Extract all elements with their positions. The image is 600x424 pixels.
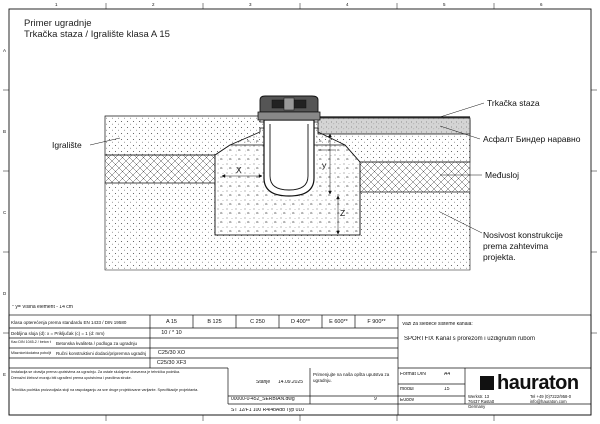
load-class: C 250 bbox=[250, 319, 265, 325]
label-playground: Igralište bbox=[52, 140, 82, 150]
frame-ticks bbox=[3, 3, 597, 421]
load-class: B 125 bbox=[207, 319, 222, 325]
module-label: modul bbox=[400, 387, 414, 392]
label-asphalt: Асфалт Биндер нарaвно bbox=[483, 134, 581, 144]
frame-number: 4 bbox=[346, 2, 349, 7]
company-contact: Tel +49 (0)7222/958-0 info@hauraton.com bbox=[530, 394, 572, 404]
format-label: Format DIN bbox=[400, 372, 426, 377]
load-class: E 600** bbox=[329, 319, 348, 325]
frame-letter: C bbox=[3, 210, 7, 215]
format-value: A4 bbox=[444, 372, 451, 377]
leader-lines bbox=[89, 102, 485, 234]
table-value: C25/30 XF3 bbox=[156, 360, 187, 366]
module-value: 15 bbox=[444, 387, 450, 392]
table-row-label: Kao DIN 1045-2 / beton tek kvalitet bbox=[11, 340, 51, 344]
table-row-label: Betonska kvaliteta / podloga za ugradnju bbox=[56, 341, 138, 346]
file-name: 00000-0-452_SERBIAN.dwg bbox=[231, 397, 295, 402]
product-name: SPORTFIX Kanal s prorezom i uzdignutim r… bbox=[404, 336, 535, 342]
frame-number: 1 bbox=[55, 2, 58, 7]
note-2: Drenažni žlebovi moraju biti ugrađeni pr… bbox=[11, 376, 132, 380]
table-row-label: Mlaznice/dodatna poboljšanja bbox=[11, 351, 51, 355]
title-block bbox=[8, 314, 592, 416]
table-row-label: Ručni konstruktivni dodaci/pripremna ugr… bbox=[56, 351, 146, 356]
title-line-1: Primer ugradnje bbox=[24, 18, 92, 29]
table-value: C25/30 XO bbox=[157, 350, 186, 356]
frame-number: 6 bbox=[540, 2, 543, 7]
sheet-number: 9 bbox=[374, 397, 377, 402]
label-interlayer: Međusloj bbox=[485, 170, 520, 180]
dimension-lines bbox=[221, 133, 340, 235]
frame-number: 5 bbox=[443, 2, 446, 7]
asphalt-layer bbox=[317, 117, 471, 135]
label-bearing-3: projekta. bbox=[483, 252, 516, 262]
logo-mark-icon bbox=[480, 376, 494, 390]
dimension-x: X bbox=[236, 165, 242, 175]
label-track: Trkačka staza bbox=[487, 98, 540, 108]
note-1: Instalacija se obavlja prema uputstvima … bbox=[11, 370, 181, 374]
date-value: 14.09.2025 bbox=[278, 380, 304, 385]
frame-number: 2 bbox=[152, 2, 155, 7]
table-row-label: Klasa opterećenja prema standardu EN 143… bbox=[11, 320, 127, 325]
frame-letter: B bbox=[3, 129, 7, 134]
frame-letter: D bbox=[3, 291, 7, 296]
date-label: Stanje bbox=[256, 380, 271, 385]
label-bearing-1: Nosivost konstrukcije bbox=[483, 230, 563, 240]
channel-body bbox=[263, 119, 315, 197]
load-class: D 400** bbox=[291, 319, 310, 325]
title-line-2: Trkačka staza / Igralište klasa A 15 bbox=[24, 29, 170, 40]
interlayer-left bbox=[104, 154, 216, 184]
load-class: A 15 bbox=[165, 319, 177, 325]
load-class: F 900** bbox=[367, 319, 386, 325]
note-3: Tehnička podrška proizvodjača stoji na r… bbox=[11, 388, 199, 392]
product-heading: Važi za sledeće sisteme kanala: bbox=[402, 322, 473, 327]
company-address: Werkstr. 13 76437 Rastatt Germany bbox=[468, 394, 495, 409]
table-row-label: Debljina sloja (d): x = Priključak (c) =… bbox=[11, 331, 105, 336]
footnote: * y= Visina element - 14 cm bbox=[12, 305, 73, 310]
interlayer-right bbox=[359, 161, 471, 193]
table-value: 10 / * 10 bbox=[161, 330, 182, 336]
version: E08ov bbox=[400, 398, 415, 403]
frame-letter: E bbox=[3, 372, 7, 377]
label-bearing-2: prema zahtevima bbox=[483, 241, 549, 251]
approval-note: Primenjujte na naša opšta uputstva za ug… bbox=[313, 372, 390, 383]
footer-code: ST 12/F1 100 R4/4bAdd Typ 010 bbox=[231, 408, 304, 413]
hauraton-logo: hauraton bbox=[480, 372, 579, 395]
dimension-z: Z bbox=[340, 208, 346, 218]
dimension-y: y bbox=[322, 160, 327, 170]
frame-number: 3 bbox=[249, 2, 252, 7]
frame-letter: A bbox=[3, 48, 7, 53]
